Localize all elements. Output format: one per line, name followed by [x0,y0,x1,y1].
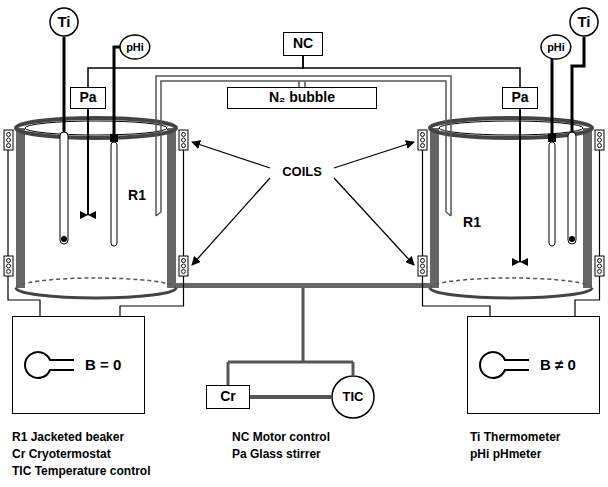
node-text: Pa [79,90,96,105]
pointer-arrow [192,142,270,168]
ph-cable [114,47,120,134]
thermometer-dial: Ti [569,7,599,37]
coil-loop-symbol [480,352,529,378]
node-text: Pa [511,90,528,105]
node-text: Cr [220,389,236,404]
key-entry: NC Motor control [232,431,330,445]
coil-symbol [418,256,427,276]
key-entry: R1 Jacketed beaker [12,431,124,445]
coil-symbol [595,256,604,276]
coil-turns [182,259,186,274]
beaker-inner-rim [25,121,167,135]
coil-symbol [179,256,188,276]
thermometer-bulb [569,236,575,242]
coil-symbol [595,130,604,150]
part-label: COILS [282,165,322,180]
beaker-jacket [16,128,25,288]
coil-turns [7,133,602,274]
beaker-rim [16,118,176,138]
thermometer-probe [568,132,576,244]
coil-symbol [4,130,604,276]
drive-line [303,56,520,87]
stirrer-blade [512,258,528,266]
ph-meter-dial: pHi [540,34,572,60]
coolant-line [250,395,331,399]
cryostat-box: Cr [206,385,250,409]
thermometer-cable [572,37,584,132]
ph-cable [551,59,554,134]
node-text: TIC [343,390,364,404]
node-text: N₂ bubble [269,90,335,105]
key-entry: TIC Temperature control [12,465,150,479]
dial-outline [120,35,150,59]
coil-wire [423,150,600,316]
node-text: Ti [57,14,70,31]
coil-turns [7,133,11,148]
coil-loop-symbol [25,352,74,378]
pointer-arrow [192,178,270,265]
beaker-inner-rim [439,121,583,135]
ph-meter-dial: pHi [119,34,151,60]
coil-turns [421,259,425,274]
coil-turns [598,259,602,274]
node-text: B ≠ 0 [540,357,576,374]
beaker-bottom-front [16,288,176,298]
node-text: B = 0 [85,357,121,374]
electrode-head [548,134,556,142]
key-entry: Cr Cryotermostat [12,448,111,462]
dial-outline [570,8,598,36]
coolant-pipe [176,283,430,288]
ph-electrode [549,142,555,246]
stirrer-blade [80,211,96,219]
temperature-controller: TIC [331,375,375,419]
key-entry: Pa Glass stirrer [232,448,321,462]
gas-tube [156,76,451,216]
drive-line [88,56,303,87]
coil-symbol [418,130,427,150]
beaker-jacket [430,128,439,288]
beaker-jacket [167,128,176,288]
node-text: pHi [547,41,565,53]
pointer-arrow [334,142,414,168]
coil-symbol [179,130,188,150]
part-label: R1 [463,214,481,230]
dial-outline [332,376,374,418]
coil-turns [7,259,11,274]
electrode-head [110,134,118,142]
node-text: NC [293,36,313,51]
beaker-bottom-back [430,278,592,288]
controller-box: NC [283,32,323,56]
beaker-jacket [583,128,592,288]
thermometer-probe [60,132,68,244]
thermometer-bulb [61,236,67,242]
stirrer-box: Pa [70,87,105,109]
coil-turns [182,133,186,148]
key-entry: pHi pHmeter [470,448,541,462]
ph-electrode [111,142,117,246]
key-entry: Ti Thermometer [470,431,560,445]
coil-symbol [4,130,13,150]
coolant-pipe [228,288,353,385]
dial-outline [541,35,571,59]
beaker-bottom-front [430,288,592,298]
node-text: Ti [577,14,590,31]
thermometer-dial: Ti [49,7,79,37]
thermometer-cable [63,37,66,132]
part-label: R1 [128,187,146,203]
coil-turns [421,133,425,148]
field-panel: B = 0 [12,316,145,414]
stirrer-box: Pa [502,87,537,109]
gas-box: N₂ bubble [227,87,377,109]
field-panel: B ≠ 0 [467,316,600,414]
beaker-bottom-back [16,278,176,288]
stirrer-shaft [87,109,89,215]
coil-turns [598,133,602,148]
pointer-arrow [334,178,414,265]
coil-symbol [4,256,13,276]
node-text: pHi [126,41,144,53]
dial-outline [50,8,78,36]
coil-wire [8,150,184,316]
stirrer-shaft [519,109,521,262]
